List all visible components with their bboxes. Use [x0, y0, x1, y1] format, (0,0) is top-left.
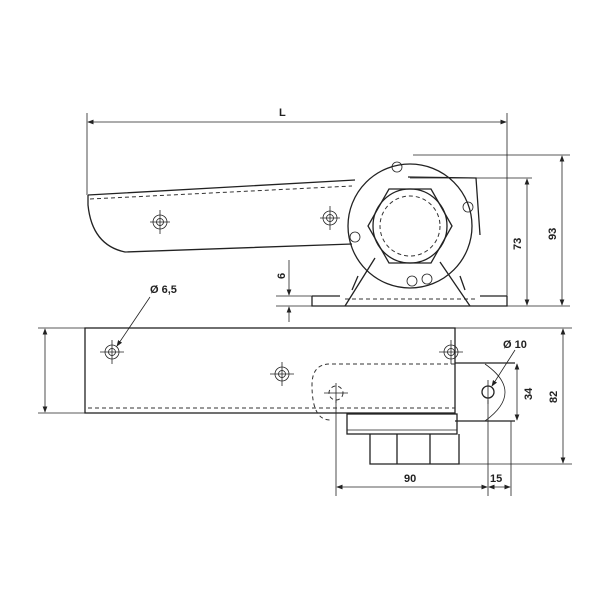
- mount-hole: [270, 362, 294, 386]
- dim-90-label: 90: [404, 473, 416, 485]
- bore: [372, 188, 448, 264]
- plan-view: 34 82 90 15 Ø 6,5 Ø 10: [38, 284, 572, 496]
- arm-end: [484, 363, 506, 422]
- dim-6-label: 6: [276, 273, 288, 279]
- slot-hidden: [311, 363, 455, 421]
- dim-15-label: 15: [490, 473, 502, 485]
- dim-73-label: 73: [512, 238, 524, 250]
- dim-hole-small-label: Ø 6,5: [150, 284, 177, 296]
- dim-82-label: 82: [548, 391, 560, 403]
- screw-icon: [349, 161, 474, 287]
- arm-hidden-line: [89, 185, 353, 200]
- flange: [347, 163, 473, 289]
- support-legs: [344, 257, 471, 307]
- dim-hole-large-label: Ø 10: [503, 339, 527, 351]
- arm-hole: [320, 206, 340, 230]
- dim-length-label: L: [279, 107, 286, 119]
- arm-outline: [87, 179, 356, 253]
- mount-hole: [439, 340, 463, 364]
- base: [311, 295, 508, 307]
- dim-34-label: 34: [523, 387, 535, 400]
- base-plate: [346, 413, 458, 435]
- arm-hole: [150, 210, 170, 234]
- hex-nut: [367, 188, 453, 264]
- plate-outline: [84, 327, 456, 414]
- bore-hidden: [379, 195, 441, 257]
- dim-93-label: 93: [547, 228, 559, 240]
- base-feet: [369, 434, 460, 465]
- mount-hole: [100, 340, 124, 364]
- side-view: L 93 73 6: [86, 107, 570, 322]
